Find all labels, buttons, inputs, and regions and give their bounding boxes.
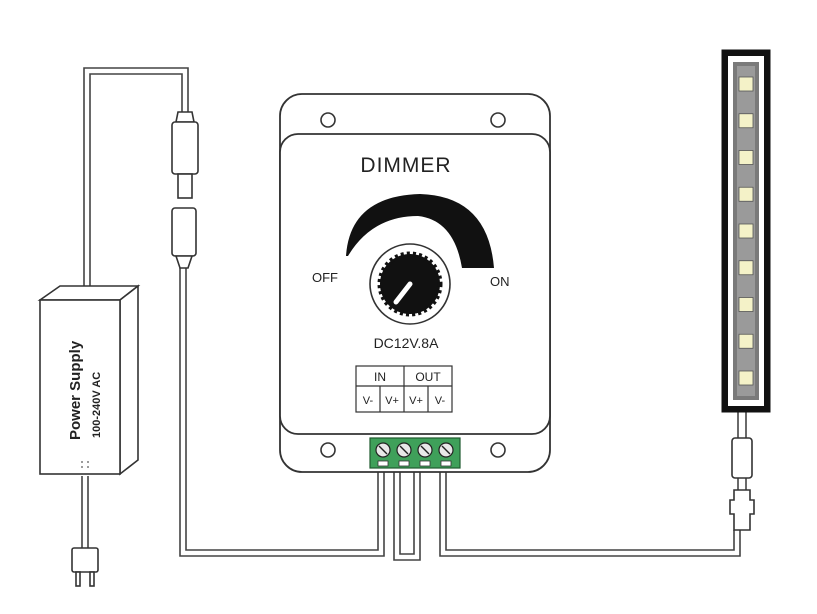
dimmer-rating: DC12V.8A [374,335,440,351]
knob-pointer [393,281,413,305]
pin-label-1: V- [363,395,374,407]
pin-label-2: V+ [385,395,399,407]
wires [81,67,747,561]
led-strip [721,49,771,413]
led-chip [738,297,754,312]
mains-plug [71,547,99,587]
power-supply-label: Power Supply [67,340,84,440]
dimmer-title: DIMMER [360,154,451,177]
led-chip [738,113,754,129]
led-connector-top [731,437,753,479]
dimmer: DIMMER OFF ON DC12V.8A IN OUT V- V+ V+ V… [279,93,551,473]
led-chips [738,76,754,386]
led-chip [738,370,754,386]
led-connectors [729,437,755,531]
in-label: IN [374,370,386,384]
power-supply: Power Supply 100-240V AC [37,284,141,476]
dimmer-knob[interactable] [369,243,451,325]
led-chip [738,76,754,92]
led-chip [738,223,754,239]
screw-holes [320,112,506,458]
out-label: OUT [415,370,441,384]
terminal-block [369,437,461,469]
led-chip [738,333,754,349]
dc-female-plug [171,207,197,269]
on-label: ON [490,274,510,289]
off-label: OFF [312,270,338,285]
pin-label-3: V+ [409,395,423,407]
input-wire-to-dimmer [179,268,385,557]
led-chip [738,186,754,202]
power-supply-voltage-label: 100-240V AC [91,372,103,438]
led-chip [738,260,754,276]
led-chip [738,150,754,165]
brightness-ramp [346,194,494,268]
psu-output-wire [83,67,189,288]
output-wire-to-led [439,466,741,557]
led-connector-bottom [729,489,755,531]
terminal-label-table [355,365,453,413]
dotted-marks [81,461,89,468]
pin-label-4: V- [435,395,446,407]
dc-male-plug [171,111,199,199]
